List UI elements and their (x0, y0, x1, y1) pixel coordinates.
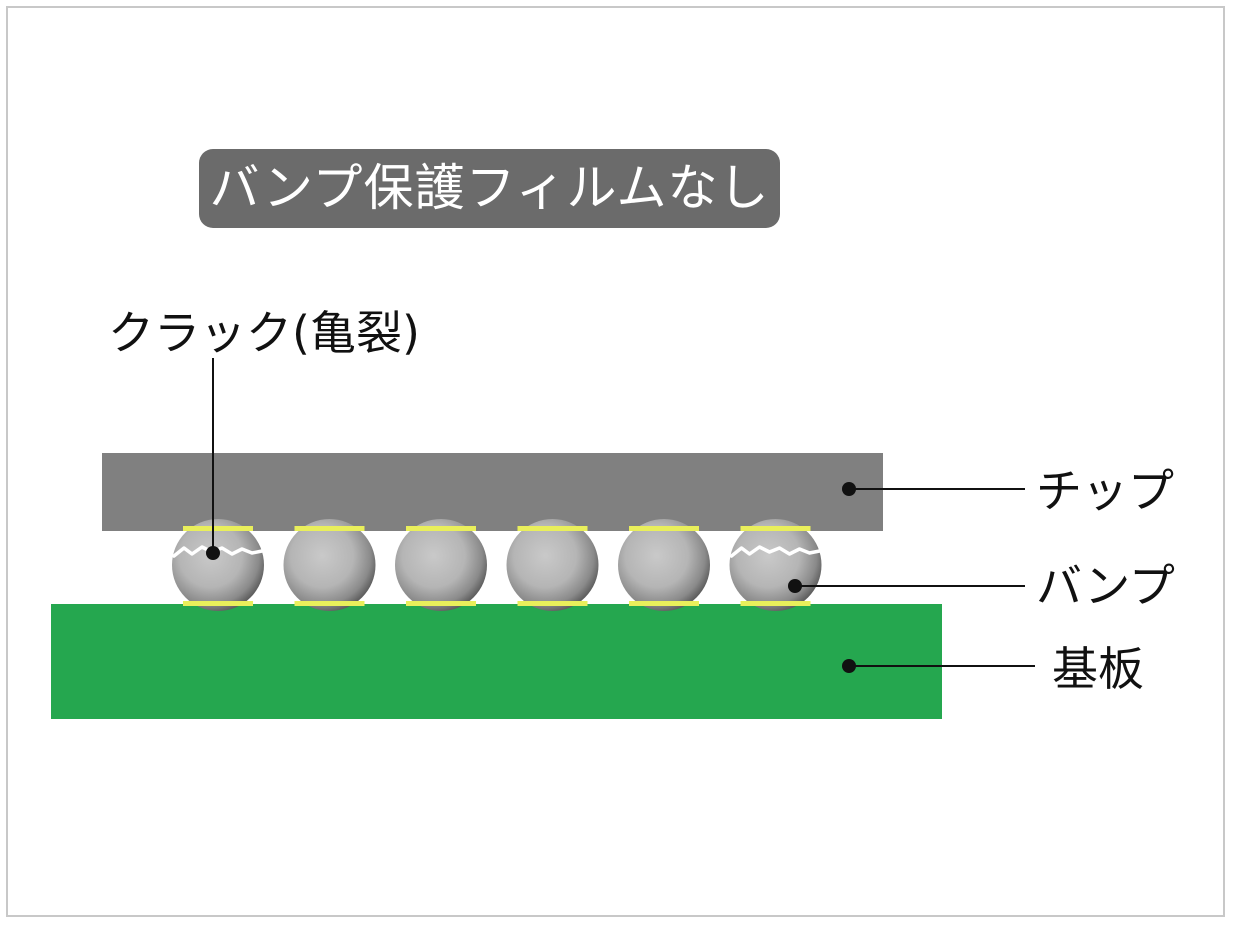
solder-bump (395, 519, 487, 611)
substrate-leader-dot (842, 659, 856, 673)
substrate-pad (294, 601, 365, 606)
bump-row (172, 519, 822, 611)
substrate-pad (183, 601, 253, 606)
substrate-pad (517, 601, 588, 606)
chip-pad (406, 526, 476, 531)
crack-label: クラック(亀裂) (108, 306, 420, 360)
chip-pad (740, 526, 811, 531)
crack-mark (729, 545, 822, 558)
substrate-pad (629, 601, 699, 606)
crack-leader-dot (206, 546, 220, 560)
chip-pad (517, 526, 588, 531)
solder-bump (283, 519, 376, 611)
bump-leader-dot (788, 579, 802, 593)
substrate-label: 基板 (1052, 642, 1144, 696)
substrate-pad (406, 601, 476, 606)
chip-pad (294, 526, 365, 531)
chip-label: チップ (1036, 464, 1174, 518)
chip-pad (183, 526, 253, 531)
substrate-pad (740, 601, 811, 606)
solder-bump (618, 519, 710, 611)
chip-leader-dot (842, 482, 856, 496)
substrate (51, 604, 942, 719)
solder-bump (506, 519, 599, 611)
chip-pad (629, 526, 699, 531)
diagram-frame (6, 6, 1225, 917)
solder-bump (729, 519, 822, 611)
title-badge: バンプ保護フィルムなし (199, 149, 780, 228)
solder-bump (172, 519, 264, 611)
chip (102, 453, 883, 531)
bump-label: バンプ (1036, 559, 1175, 613)
leader-lines (206, 358, 1035, 673)
